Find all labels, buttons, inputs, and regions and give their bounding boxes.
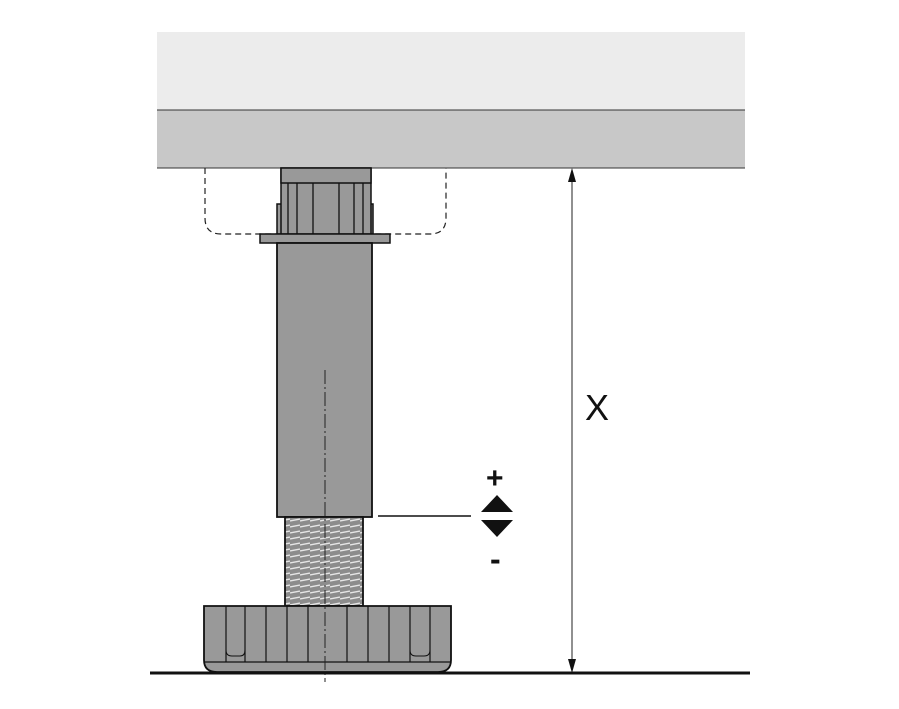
minus-label: - xyxy=(490,541,501,577)
panel-edge xyxy=(157,110,745,168)
adjustment-indicator: + - xyxy=(378,462,513,577)
dimension-label: X xyxy=(585,387,609,428)
adjust-down-triangle xyxy=(481,520,513,537)
threaded-spindle xyxy=(284,516,364,607)
dimension-arrow-top xyxy=(568,168,576,182)
adjust-up-triangle xyxy=(481,495,513,512)
cabinet-panel xyxy=(157,32,745,169)
leveling-foot xyxy=(203,605,452,673)
height-dimension: X xyxy=(568,168,609,673)
leg-clip-head xyxy=(276,167,374,235)
leg-collar xyxy=(259,233,391,244)
dimension-arrow-bottom xyxy=(568,659,576,673)
panel-top-surface xyxy=(157,32,745,110)
plus-label: + xyxy=(486,462,504,495)
